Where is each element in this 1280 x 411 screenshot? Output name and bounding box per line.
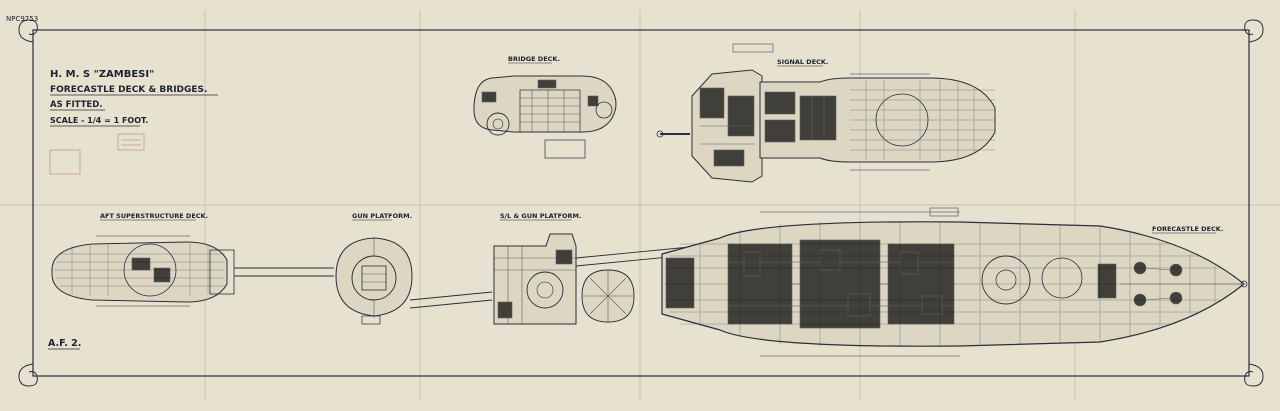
fold-lines <box>0 10 1280 400</box>
forecastle-deck-label: FORECASTLE DECK. <box>1152 225 1223 233</box>
gun-platform-plan: GUN PLATFORM. <box>335 212 413 325</box>
ship-name: H. M. S "ZAMBESI" <box>50 69 154 80</box>
aft-superstructure-deck-label: AFT SUPERSTRUCTURE DECK. <box>100 212 208 220</box>
title-block: H. M. S "ZAMBESI" FORECASTLE DECK & BRID… <box>50 69 218 127</box>
archive-stamp <box>49 133 145 175</box>
aft-superstructure-deck-plan: AFT SUPERSTRUCTURE DECK. <box>51 212 235 307</box>
drawing-title: FORECASTLE DECK & BRIDGES. <box>50 85 207 95</box>
walkway-mid <box>409 291 493 309</box>
drawing-status: AS FITTED. <box>50 100 103 110</box>
signal-deck-label: SIGNAL DECK. <box>777 58 828 66</box>
signal-deck-plan: SIGNAL DECK. <box>656 43 996 183</box>
sl-gun-platform-label: S/L & GUN PLATFORM. <box>500 212 581 220</box>
bridge-deck-plan: BRIDGE DECK. <box>473 55 617 159</box>
sheet-border <box>18 19 1264 387</box>
drawing-scale: SCALE - 1/4 = 1 FOOT. <box>50 116 148 125</box>
bridge-deck-label: BRIDGE DECK. <box>508 55 560 63</box>
walkway-aft <box>234 267 334 277</box>
sheet-number: A.F. 2. <box>48 338 81 349</box>
catalogue-mark: NPC9753 <box>6 15 38 23</box>
sl-gun-platform-plan: S/L & GUN PLATFORM. <box>493 212 701 325</box>
forecastle-deck-plan: FORECASTLE DECK. <box>661 207 1248 357</box>
gun-platform-label: GUN PLATFORM. <box>352 212 412 220</box>
